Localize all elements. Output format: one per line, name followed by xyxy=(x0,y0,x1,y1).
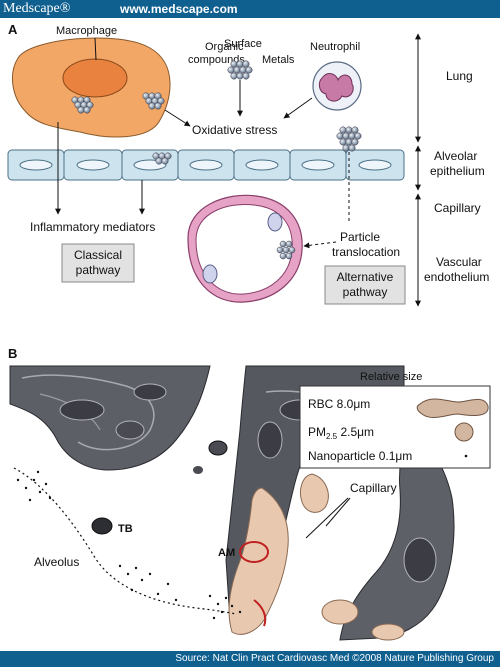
translocation-dashed-left xyxy=(303,241,337,249)
particle-translocation-line2: translocation xyxy=(332,245,400,259)
tb-label: TB xyxy=(118,523,133,535)
alternative-line2: pathway xyxy=(343,285,388,299)
brand-logo: Medscape® xyxy=(3,1,71,16)
panel-b-letter: B xyxy=(8,346,17,361)
legend-rbc: RBC 8.0μm xyxy=(308,397,370,411)
neutrophil-label: Neutrophil xyxy=(310,41,360,53)
alveolar-epithelium xyxy=(7,149,405,181)
capillary-b-label: Capillary xyxy=(350,481,397,495)
site-url: www.medscape.com xyxy=(120,2,238,16)
micrograph xyxy=(9,365,455,641)
footer-bar: Source: Nat Clin Pract Cardiovasc Med ©2… xyxy=(0,651,500,667)
organic-label-line1: Organic xyxy=(205,41,244,53)
inflammatory-mediators-label: Inflammatory mediators xyxy=(30,220,155,234)
legend-title: Relative size xyxy=(360,371,422,383)
particle-cluster-surface xyxy=(227,60,253,80)
capillary-vessel xyxy=(187,194,303,303)
particle-cluster-edge xyxy=(142,92,165,110)
particle-cluster-macrophage xyxy=(71,96,94,114)
particle-cluster-epithelium xyxy=(152,152,172,165)
capillary-pointer-2 xyxy=(325,497,351,527)
header-bar: Medscape® www.medscape.com xyxy=(0,0,500,18)
alternative-pathway-box xyxy=(324,265,406,305)
legend-nano: Nanoparticle 0.1μm xyxy=(308,449,412,463)
alveolus-label: Alveolus xyxy=(34,555,79,569)
alternative-line1: Alternative xyxy=(337,270,394,284)
alveolar-label-line1: Alveolar xyxy=(434,149,477,163)
capillary-pointer-1 xyxy=(305,497,349,539)
macrophage-nucleus xyxy=(62,58,128,98)
relative-size-legend xyxy=(299,385,491,469)
arrow-macrophage-to-stress xyxy=(164,109,191,127)
particle-translocation-line1: Particle xyxy=(340,230,380,244)
neutrophil-nucleus xyxy=(318,73,354,102)
panel-a-letter: A xyxy=(8,22,18,37)
macrophage-label: Macrophage xyxy=(56,25,117,37)
classical-line2: pathway xyxy=(76,263,121,277)
alveolar-label-line2: epithelium xyxy=(430,164,485,178)
macrophage-pointer xyxy=(94,37,97,61)
arrow-neutrophil-to-stress xyxy=(283,97,313,119)
particle-cluster-translocating xyxy=(336,126,362,152)
surface-label: Surface xyxy=(224,38,262,50)
capillary-side-label: Capillary xyxy=(434,201,481,215)
am-label: AM xyxy=(218,547,235,559)
oxidative-stress-label: Oxidative stress xyxy=(192,123,277,137)
source-credit: Source: Nat Clin Pract Cardiovasc Med ©2… xyxy=(175,653,494,664)
lung-label: Lung xyxy=(446,69,473,83)
classical-line1: Classical xyxy=(74,248,122,262)
metals-label: Metals xyxy=(262,54,295,66)
vascular-label-line2: endothelium xyxy=(424,270,489,284)
classical-pathway-box xyxy=(61,243,135,283)
nanoparticle-scatter xyxy=(16,470,242,620)
legend-pm: PM2.5 2.5μm xyxy=(308,425,374,441)
vascular-label-line1: Vascular xyxy=(436,255,482,269)
particle-cluster-capillary xyxy=(276,240,296,260)
